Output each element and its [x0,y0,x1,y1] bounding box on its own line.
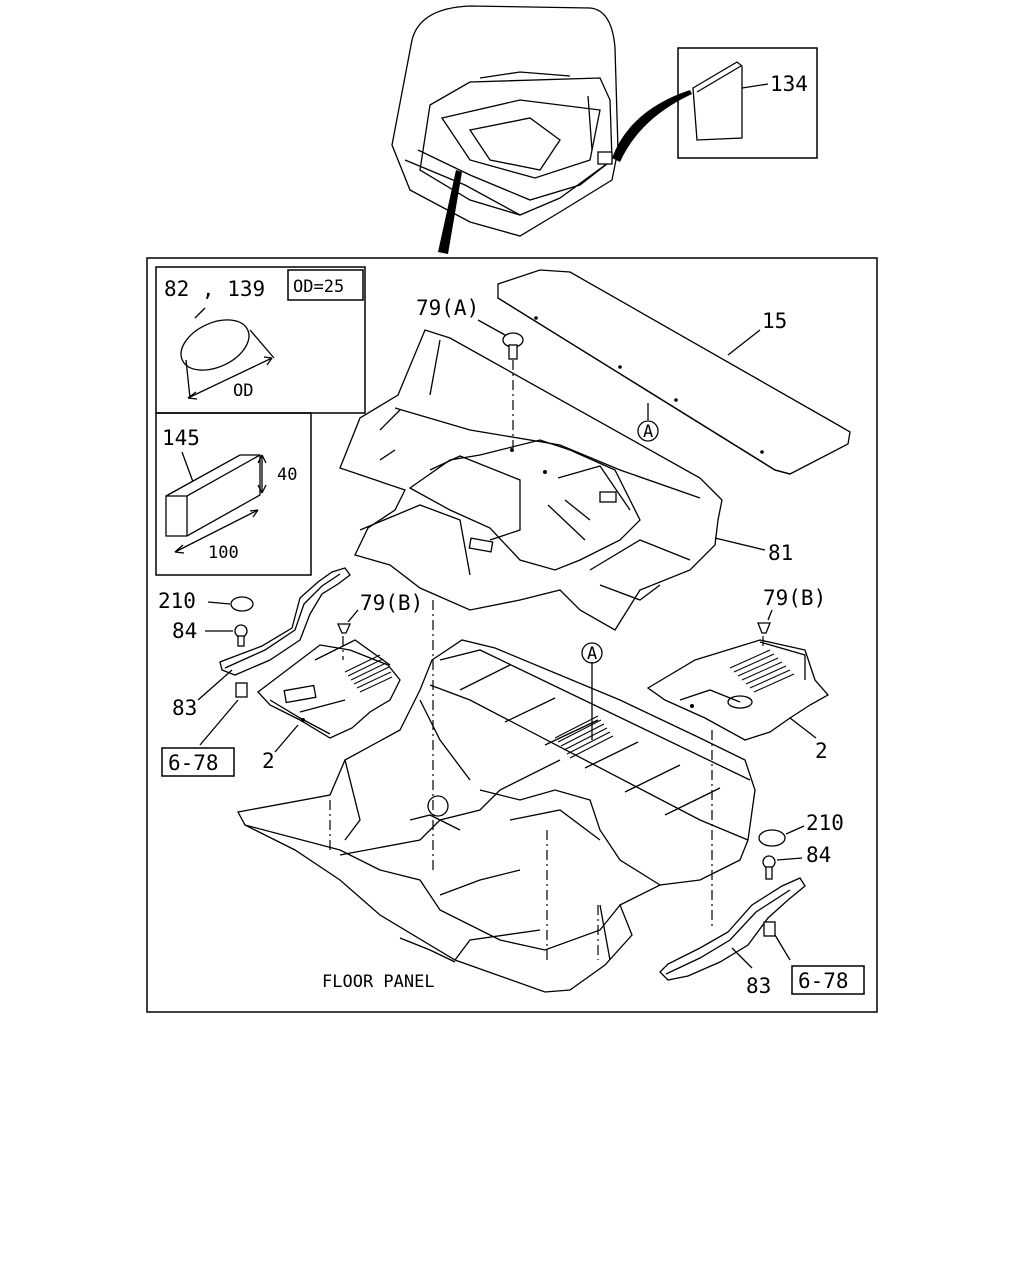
label-2-left: 2 [262,749,275,773]
mat-2-right: 79(B) 2 [646,586,830,763]
label-84-left: 84 [172,619,197,643]
label-83-right: 83 [746,974,771,998]
ref-A-floor: A [587,644,597,664]
label-15: 15 [762,309,787,333]
label-79b-left: 79(B) [360,591,423,615]
floor-ribs [459,664,721,816]
center-ribs [554,715,614,759]
alignment-lines [329,600,713,960]
label-2-right: 2 [815,739,828,763]
panel-15: 15 A [497,269,851,475]
left-mat-ribs [344,654,393,693]
grommet-disc [180,319,250,371]
label-79b-right: 79(B) [763,586,826,610]
inset-134: 134 [677,47,818,159]
carpet-81: 81 [339,329,793,631]
label-210-right: 210 [806,811,844,835]
label-210-left: 210 [158,589,196,613]
floor-panel: A FLOOR PANEL [237,639,756,993]
dim-100-label: 100 [208,543,239,563]
vehicle-overview [391,5,692,254]
ref-A-top: A [643,422,653,442]
label-79a: 79(A) [416,296,479,320]
right-hardware: 210 84 6-78 83 [659,811,865,998]
clip-79a: 79(A) [416,296,524,448]
label-81: 81 [768,541,793,565]
floor-panel-label: FLOOR PANEL [322,972,435,992]
mat-2-left: 79(B) 2 [257,591,423,773]
od-spec-label: OD=25 [293,277,344,297]
left-hardware: 210 84 83 6-78 [158,567,351,777]
label-145: 145 [162,426,200,450]
od-dim-label: OD [233,381,253,401]
label-84-right: 84 [806,843,831,867]
foam-block [165,454,261,537]
label-134: 134 [770,72,808,96]
main-frame [146,257,878,1013]
label-82-139: 82 , 139 [164,277,265,301]
dim-40-label: 40 [277,465,297,485]
inset-82-139: OD=25 82 , 139 OD [155,266,366,414]
ref-6-78-right: 6-78 [798,969,849,993]
inset-145: 145 40 100 [155,412,312,576]
right-mat-ribs [729,649,795,693]
ref-6-78-left: 6-78 [168,751,219,775]
label-83-left: 83 [172,696,197,720]
